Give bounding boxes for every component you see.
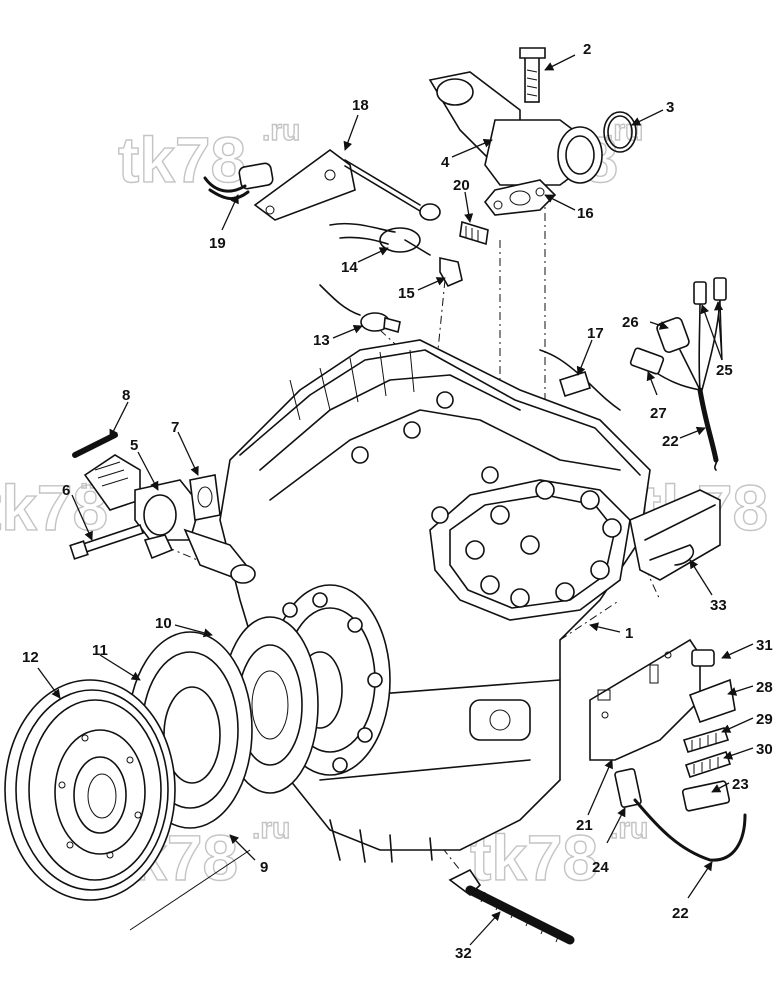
callout-17: 17: [587, 325, 604, 342]
o-ring-3: [603, 111, 637, 153]
left-head-bolts: [351, 391, 499, 524]
callout-3: 3: [666, 99, 674, 116]
cap-28: [688, 678, 736, 724]
service-valve-assembly: [428, 47, 637, 216]
callout-24: 24: [592, 859, 609, 876]
callout-7: 7: [171, 419, 179, 436]
clip-31: [691, 649, 715, 667]
callout-11: 11: [92, 642, 108, 659]
callout-16: 16: [577, 205, 594, 222]
callout-1: 1: [625, 625, 633, 642]
seal-29: [682, 727, 730, 753]
callout-32: 32: [455, 945, 472, 962]
bracket-18: [253, 149, 356, 221]
callout-labels: 2 3 4 16 18 19 20 14 15 13 17 26 25 27 2…: [22, 41, 773, 962]
callout-27: 27: [650, 405, 667, 422]
watermark-bottom-left-suffix: .ru: [252, 812, 290, 845]
connector-27: [629, 347, 665, 375]
terminal-25b: [713, 277, 727, 301]
callout-22-upper: 22: [662, 433, 679, 450]
callout-19: 19: [209, 235, 226, 252]
fitting-20: [459, 220, 489, 246]
watermark-bottom-right-suffix: .ru: [610, 812, 648, 845]
clutch-assembly: [4, 616, 319, 931]
callout-18: 18: [352, 97, 369, 114]
callout-14: 14: [341, 259, 358, 276]
callout-5: 5: [130, 437, 138, 454]
callout-4: 4: [441, 154, 450, 171]
elbow-15: [439, 257, 463, 288]
discharge-fitting-assembly: [69, 432, 256, 584]
terminal-25a: [693, 281, 707, 305]
seal-30: [684, 750, 732, 779]
gasket-7: [189, 474, 221, 521]
housing-bolts: [282, 592, 383, 773]
head-bolts: [465, 480, 622, 608]
callout-2: 2: [583, 41, 591, 58]
callout-21: 21: [576, 817, 593, 834]
sensor-group: [319, 220, 489, 334]
callout-30: 30: [756, 741, 773, 758]
callout-22-lower: 22: [672, 905, 689, 922]
sensor-14: [379, 227, 421, 253]
clamp-17: [539, 349, 621, 411]
compressor-body: [219, 339, 651, 863]
callout-12: 12: [22, 649, 39, 666]
callout-6: 6: [62, 482, 70, 499]
connector-23: [681, 780, 731, 812]
callout-8: 8: [122, 387, 130, 404]
connector-26: [656, 317, 690, 353]
connector-24: [614, 768, 642, 808]
callout-29: 29: [756, 711, 773, 728]
bracket-33: [629, 489, 721, 581]
callout-31: 31: [756, 637, 773, 654]
stud-32: [448, 868, 575, 945]
callout-25: 25: [716, 362, 733, 379]
callout-15: 15: [398, 285, 415, 302]
callout-26: 26: [622, 314, 639, 331]
mounting-bracket-21: [589, 638, 701, 761]
callout-13: 13: [313, 332, 330, 349]
callout-23: 23: [732, 776, 749, 793]
switch-bracket-assembly: [203, 149, 441, 221]
callout-20: 20: [453, 177, 470, 194]
watermark-top-left: tk78: [118, 124, 246, 196]
callout-9: 9: [260, 859, 268, 876]
leader-lines: [37, 54, 754, 946]
callout-33: 33: [710, 597, 727, 614]
callout-28: 28: [756, 679, 773, 696]
callout-10: 10: [155, 615, 172, 632]
pressure-switch-19: [238, 162, 274, 190]
watermark-top-left-suffix: .ru: [262, 114, 300, 147]
